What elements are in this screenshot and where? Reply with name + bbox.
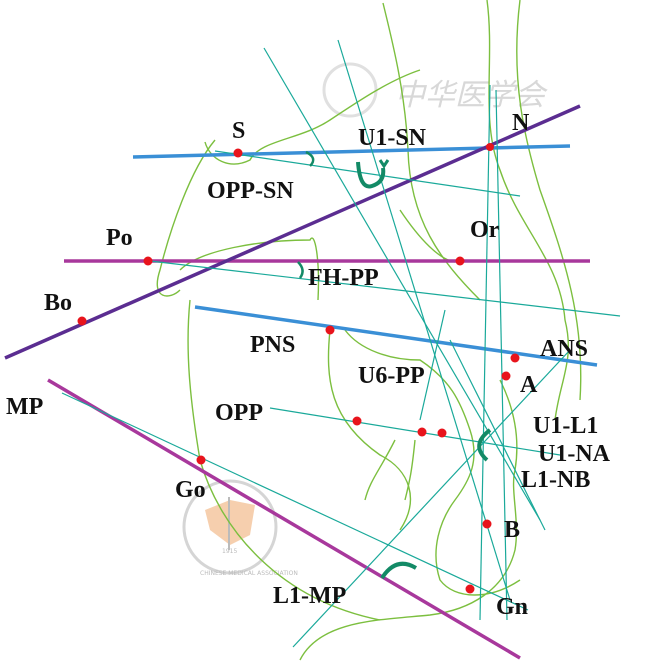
landmark-points — [77, 143, 520, 594]
label-fh-pp: FH-PP — [308, 265, 379, 291]
palatal-plane-line — [194, 305, 598, 367]
point-opp-1 — [352, 416, 362, 426]
label-opp-sn: OPP-SN — [207, 178, 294, 204]
point-b — [482, 519, 492, 529]
label-l1-mp: L1-MP — [273, 583, 346, 609]
label-a: A — [520, 372, 538, 398]
point-po — [143, 256, 153, 266]
label-s: S — [232, 118, 245, 144]
label-go: Go — [175, 477, 206, 503]
labels: S N U1-SN OPP-SN Po Or FH-PP Bo PNS ANS … — [6, 110, 611, 620]
label-pns: PNS — [250, 332, 295, 358]
point-bo — [77, 316, 87, 326]
watermark-top: 中华医学会 — [322, 62, 548, 118]
point-or — [455, 256, 465, 266]
label-b: B — [504, 517, 520, 543]
bo-n-line — [4, 104, 581, 360]
label-u1-na: U1-NA — [538, 441, 611, 467]
mandibular-plane-line — [47, 378, 521, 660]
watermark-chinese: 中华医学会 — [395, 78, 548, 113]
point-opp-2 — [417, 427, 427, 437]
label-ans: ANS — [540, 336, 588, 362]
label-bo: Bo — [44, 290, 72, 316]
label-or: Or — [470, 217, 500, 243]
point-s — [233, 148, 243, 158]
point-go — [196, 455, 206, 465]
label-mp: MP — [6, 394, 43, 420]
label-gn: Gn — [496, 594, 528, 620]
point-pns — [325, 325, 335, 335]
label-u6-pp: U6-PP — [358, 363, 425, 389]
watermark-year: 1915 — [222, 548, 237, 555]
label-n: N — [512, 110, 530, 136]
point-n — [486, 143, 494, 151]
label-u1-l1: U1-L1 — [533, 413, 598, 439]
label-l1-nb: L1-NB — [521, 467, 590, 493]
angle-arcs — [297, 150, 492, 580]
watermark-english: CHINESE MEDICAL ASSOCIATION — [200, 570, 298, 577]
label-po: Po — [106, 225, 133, 251]
point-gn — [465, 584, 475, 594]
teal-construction-lines — [61, 39, 621, 648]
association-logo-icon — [182, 479, 278, 575]
point-opp-3 — [437, 428, 447, 438]
label-opp: OPP — [215, 400, 263, 426]
label-u1-sn: U1-SN — [358, 125, 427, 151]
watermark-seal-icon — [322, 62, 378, 118]
sn-line — [132, 144, 571, 159]
point-ans — [510, 353, 520, 363]
point-a — [501, 371, 511, 381]
